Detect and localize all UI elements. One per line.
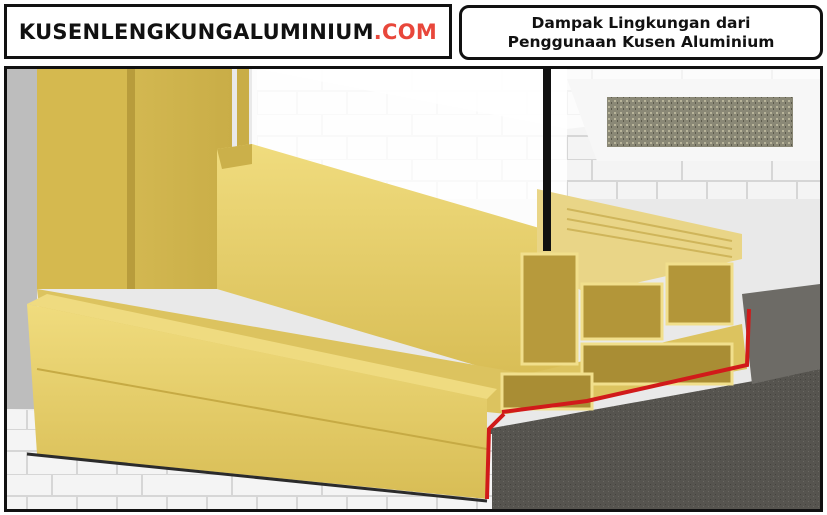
title-line-1: Dampak Lingkungan dari <box>531 13 751 32</box>
pointer-bar <box>543 69 551 251</box>
sash-bottom-rail <box>217 144 577 379</box>
illustration-svg <box>7 69 820 509</box>
title-line-2: Penggunaan Kusen Aluminium <box>507 32 775 51</box>
stone-sill <box>607 97 793 147</box>
frame-illustration <box>4 66 823 512</box>
glass-pane <box>252 69 567 239</box>
concrete-step <box>742 284 820 384</box>
article-title: Dampak Lingkungan dari Penggunaan Kusen … <box>459 5 823 60</box>
sill-front-face <box>27 304 487 499</box>
brand-tld: .COM <box>373 19 438 44</box>
concrete-base <box>487 369 820 509</box>
brand-name: KUSENLENGKUNGALUMINIUM <box>18 19 374 44</box>
red-seal-line <box>501 308 751 414</box>
brand-logo: KUSENLENGKUNGALUMINIUM.COM <box>4 4 452 59</box>
